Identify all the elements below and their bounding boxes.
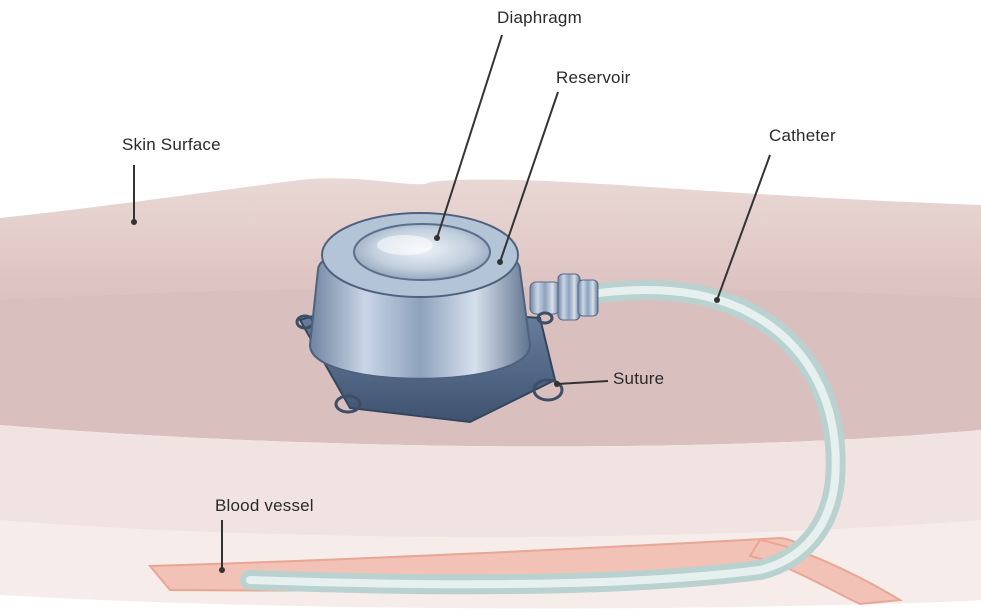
label-skin-surface: Skin Surface <box>122 135 221 155</box>
label-catheter: Catheter <box>769 126 836 146</box>
port-diaphragm-shine <box>377 235 433 255</box>
label-suture: Suture <box>613 369 664 389</box>
label-diaphragm: Diaphragm <box>497 8 582 28</box>
label-blood-vessel: Blood vessel <box>215 496 314 516</box>
label-reservoir: Reservoir <box>556 68 631 88</box>
